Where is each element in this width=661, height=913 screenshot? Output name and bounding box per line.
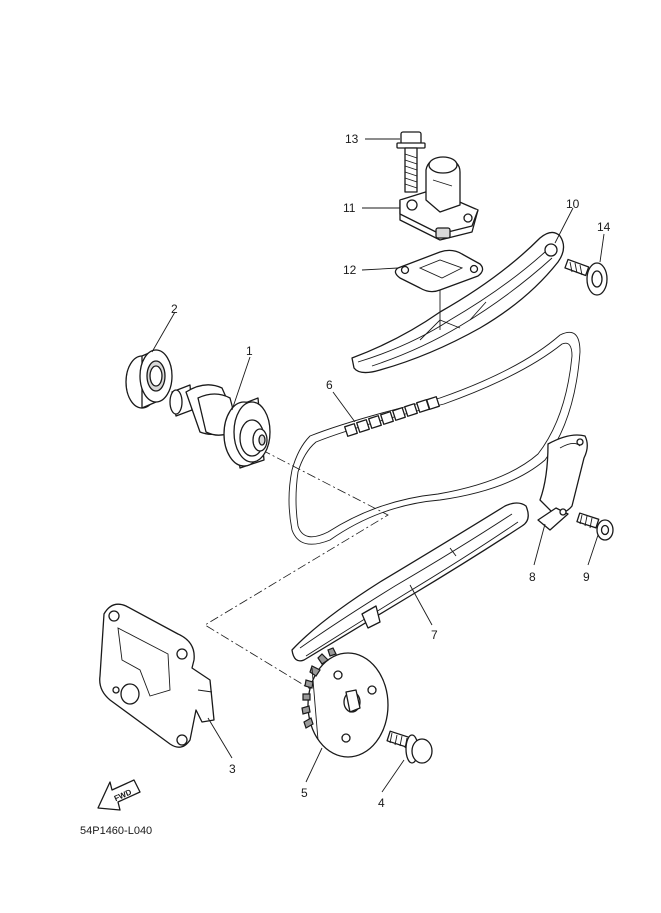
callout-14: 14 (597, 220, 611, 234)
part-4-bolt (386, 730, 433, 764)
drawing-code: 54P1460-L040 (80, 825, 152, 837)
chain-links (344, 396, 440, 437)
part-9-bolt (576, 512, 614, 541)
fwd-arrow-icon: FWD (97, 779, 141, 811)
part-1-camshaft (169, 384, 271, 469)
part-7-chain-guide (291, 502, 529, 662)
callout-8: 8 (529, 570, 536, 584)
callout-4: 4 (378, 796, 385, 810)
callout-9: 9 (583, 570, 590, 584)
part-5-cam-sprocket (301, 647, 389, 758)
part-13-bolt (396, 131, 426, 193)
callout-2: 2 (171, 302, 178, 316)
assembly-lines (204, 449, 389, 691)
callout-12: 12 (343, 263, 357, 277)
callout-11: 11 (343, 201, 356, 215)
part-11-tensioner (399, 156, 479, 241)
part-10-tensioner-guide (351, 231, 565, 374)
callout-5: 5 (301, 786, 308, 800)
callout-13: 13 (345, 132, 359, 146)
leader-lines (151, 138, 605, 793)
part-2-bearing (125, 349, 173, 409)
callout-numbers: 13 11 12 10 14 2 1 6 8 9 7 3 5 4 (171, 132, 611, 810)
callout-3: 3 (229, 762, 236, 776)
callout-1: 1 (246, 344, 253, 358)
callout-7: 7 (431, 628, 438, 642)
callout-10: 10 (566, 197, 580, 211)
part-8-guide-stopper (537, 434, 588, 531)
part-6-cam-chain (288, 331, 581, 545)
part-12-gasket (394, 249, 484, 293)
callout-6: 6 (326, 378, 333, 392)
sprocket-teeth (301, 647, 337, 729)
part-14-bolt (564, 258, 608, 296)
part-3-plate (99, 603, 215, 748)
